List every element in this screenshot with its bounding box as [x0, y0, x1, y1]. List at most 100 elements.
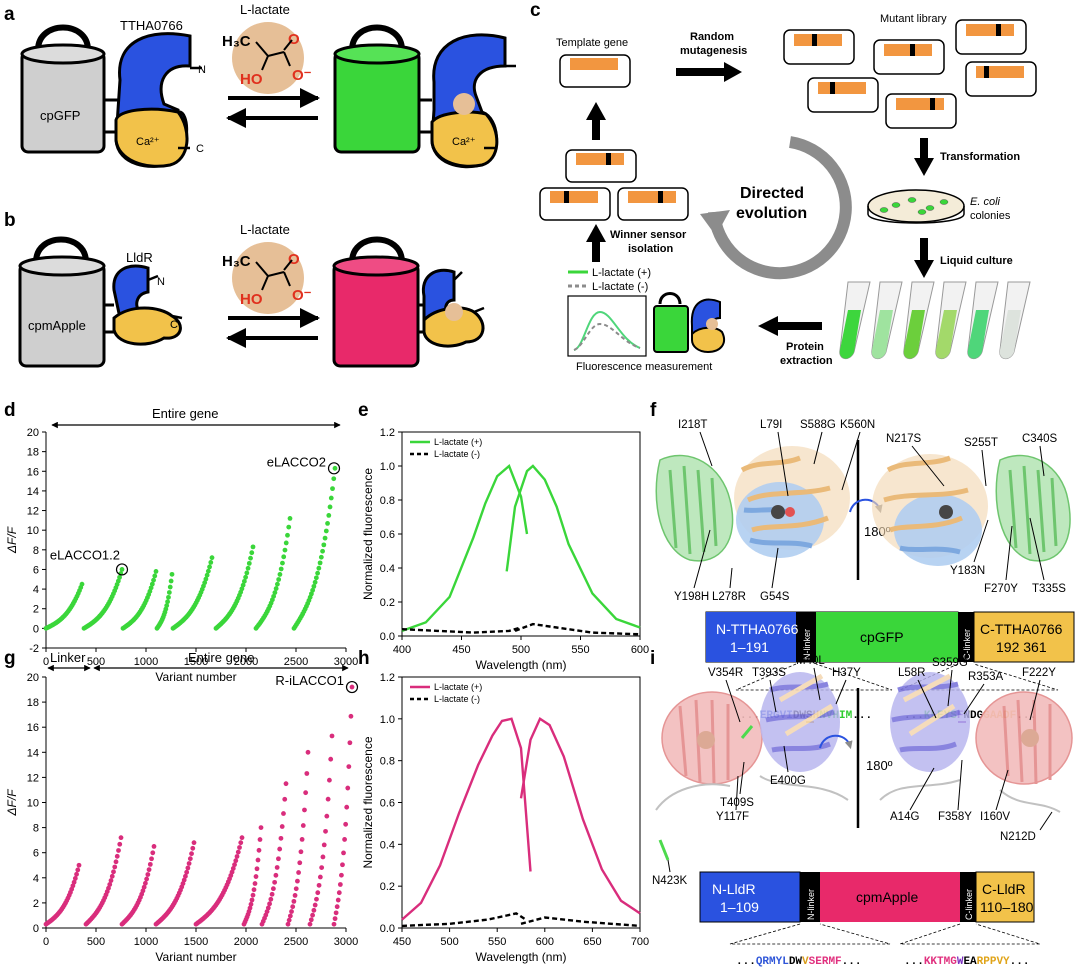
panel-a-label: a	[4, 4, 15, 25]
data-point	[168, 578, 174, 584]
data-point	[349, 684, 355, 690]
barrel-linkers-holo	[419, 98, 432, 134]
legend-label: L-lactate (+)	[434, 437, 482, 447]
bar-f-nlinker-label: N-linker	[802, 629, 812, 660]
mutation-f-l4: Y198H	[674, 591, 709, 603]
barrel-top-b	[18, 255, 106, 277]
data-point	[243, 574, 249, 580]
barrel-top-b-holo	[332, 255, 420, 277]
x-tick-label: 3000	[334, 656, 358, 668]
data-point	[252, 881, 258, 886]
bar-f-cterm	[973, 611, 1075, 663]
leader-f-l4	[693, 529, 711, 589]
lactate-bonds-b	[255, 259, 293, 291]
h3c-label-a: H₃C	[222, 33, 251, 50]
sequence-residues: SERMF	[809, 956, 842, 968]
extraction-label: extraction	[780, 355, 833, 367]
data-point	[331, 476, 337, 482]
data-point	[185, 865, 191, 871]
data-point	[286, 524, 292, 530]
data-point	[114, 853, 120, 859]
x-tick-label: 3000	[334, 936, 358, 948]
data-point	[313, 575, 319, 581]
y-axis-label: ΔF/F	[5, 526, 19, 554]
leader-i-r5	[957, 759, 963, 811]
data-point	[169, 571, 175, 577]
data-point	[317, 560, 323, 566]
culture-tube	[839, 281, 871, 359]
mutation-i-l7: N423K	[652, 875, 687, 887]
data-point	[283, 540, 289, 546]
barrel-handle-b-holo	[349, 236, 405, 263]
x-tick-label: 1500	[184, 936, 208, 948]
data-point	[337, 882, 343, 887]
data-point	[71, 879, 77, 885]
ho-label-b: HO	[240, 291, 263, 308]
cpgfp-barrel-holo	[333, 50, 421, 154]
legend: L-lactate (+)L-lactate (-)	[410, 682, 482, 704]
data-point	[267, 901, 272, 907]
data-point	[276, 856, 281, 862]
data-point	[327, 777, 332, 783]
panel-i: i 180º V354R T393S M40L H37Y	[650, 648, 1073, 968]
x-tick-label: 400	[393, 644, 411, 656]
petri-dish	[867, 189, 965, 224]
data-point	[335, 897, 341, 903]
data-point	[145, 872, 151, 877]
data-point	[315, 570, 321, 576]
series-line	[519, 717, 641, 915]
x-tick-label: 600	[536, 936, 554, 948]
winner-label-2: isolation	[628, 243, 674, 255]
barrel-handle-b	[33, 236, 89, 263]
structure-f-right	[872, 454, 1071, 566]
data-point	[118, 835, 124, 841]
mutant-library	[783, 19, 1037, 129]
data-point	[112, 864, 118, 870]
lldr-c-domain	[112, 306, 182, 346]
barrel-handle-holo	[349, 24, 405, 51]
data-point	[323, 828, 328, 834]
data-point	[275, 581, 280, 587]
data-point	[314, 896, 319, 902]
ominus-label-a: O⁻	[292, 67, 312, 84]
mutation-i-r4: A14G	[890, 811, 919, 823]
data-point	[276, 577, 282, 582]
bar-f-nlinker	[796, 612, 816, 662]
data-point	[268, 896, 274, 902]
bound-lactate-a	[453, 93, 475, 115]
entire-gene-label-g: Entire gene	[188, 650, 255, 665]
data-point	[250, 892, 256, 898]
y-tick-label: 0.4	[380, 839, 395, 851]
y-tick-label: 20	[27, 427, 39, 439]
y-tick-label: 4	[33, 584, 39, 596]
data-point	[310, 587, 316, 593]
data-point	[79, 581, 85, 587]
data-point	[325, 520, 330, 526]
data-point	[296, 870, 301, 875]
leader-f-l1	[777, 431, 789, 497]
data-point	[151, 577, 156, 583]
n-term-line-b	[147, 274, 159, 282]
sequence-residues: ...	[852, 710, 872, 722]
bar-i-nlinker-label: N-linker	[806, 889, 816, 920]
annotation-label: R-iLACCO1	[275, 673, 344, 688]
cycle-up-arrowhead	[586, 102, 606, 120]
template-gene	[559, 54, 631, 88]
leader-i-r3	[1029, 679, 1041, 721]
y-tick-label: 0.2	[380, 597, 395, 609]
y-tick-label: 0.2	[380, 881, 395, 893]
bound-lactate-b	[445, 303, 463, 321]
y-tick-label: 10	[27, 798, 39, 810]
bar-f-seg1-a: N-TTHA0766	[716, 621, 799, 637]
series-line	[401, 463, 529, 633]
leader-i-l2	[813, 667, 821, 701]
sequence-residues: V	[802, 956, 809, 968]
leader-i-l6	[735, 775, 739, 811]
bar-f-middle-label: cpGFP	[860, 629, 904, 645]
ominus-label-b: O⁻	[292, 287, 312, 304]
data-point	[72, 876, 78, 881]
